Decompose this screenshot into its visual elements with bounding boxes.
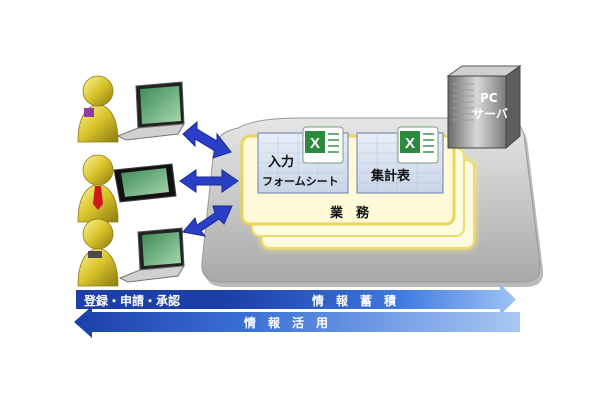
user-2 [77,154,177,223]
input-form-sheet: X 入力 フォームシート [257,126,349,194]
laptop-icon [118,227,185,283]
tie-icon [93,186,103,210]
accumulate-arrow [228,284,516,315]
utilize-label: 情 報 活 用 [244,315,328,330]
platform-label: 業 務 [329,205,370,221]
tablet-icon [113,163,177,203]
bidirectional-arrow-icon [182,205,233,237]
summary-label: 集計表 [370,168,411,184]
person-icon [77,75,119,143]
user-1 [77,75,185,143]
bidirectional-arrow-icon [179,169,239,193]
server-label-line1: PC [480,91,498,105]
utilize-arrow [74,306,520,338]
input-label-line1: 入力 [268,154,294,170]
person-icon [77,154,119,223]
excel-mark: X [405,135,415,152]
summary-sheet: X 集計表 [356,126,444,194]
badge [88,251,102,258]
server-icon: PC サーバ [446,65,522,150]
register-label: 登録・申請・承認 [83,293,180,308]
excel-icon: X [397,126,439,164]
accumulate-label: 情 報 蓄 積 [312,293,397,308]
bidirectional-arrow-icon [182,120,232,159]
excel-mark: X [310,135,320,152]
person-icon [77,218,119,287]
server-label-line2: サーバ [472,107,508,121]
input-label-line2: フォームシート [262,175,339,188]
register-arrow [76,290,236,309]
excel-icon: X [302,126,344,164]
user-3 [77,218,185,287]
badge [84,108,94,117]
laptop-icon [116,81,185,141]
